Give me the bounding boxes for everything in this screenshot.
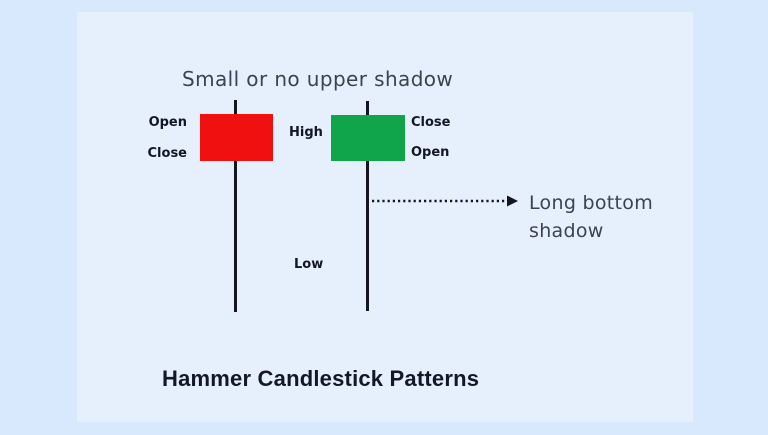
bearish-candle-wick: [234, 100, 237, 312]
bullish-candle-wick: [366, 101, 369, 311]
diagram-panel: [77, 12, 693, 422]
bullish-open-label: Open: [411, 145, 450, 160]
low-label: Low: [294, 257, 324, 272]
bearish-candle-body: [200, 114, 273, 161]
bearish-close-label: Close: [147, 146, 187, 161]
bullish-candle-body: [331, 115, 405, 161]
diagram-title: Hammer Candlestick Patterns: [162, 366, 480, 391]
long-bottom-shadow-arrow: [372, 195, 518, 207]
high-label: High: [289, 125, 323, 140]
bullish-close-label: Close: [411, 115, 451, 130]
bearish-open-label: Open: [148, 115, 187, 130]
long-bottom-shadow-label: Long bottom shadow: [529, 192, 654, 242]
upper-shadow-caption: Small or no upper shadow: [182, 67, 454, 91]
